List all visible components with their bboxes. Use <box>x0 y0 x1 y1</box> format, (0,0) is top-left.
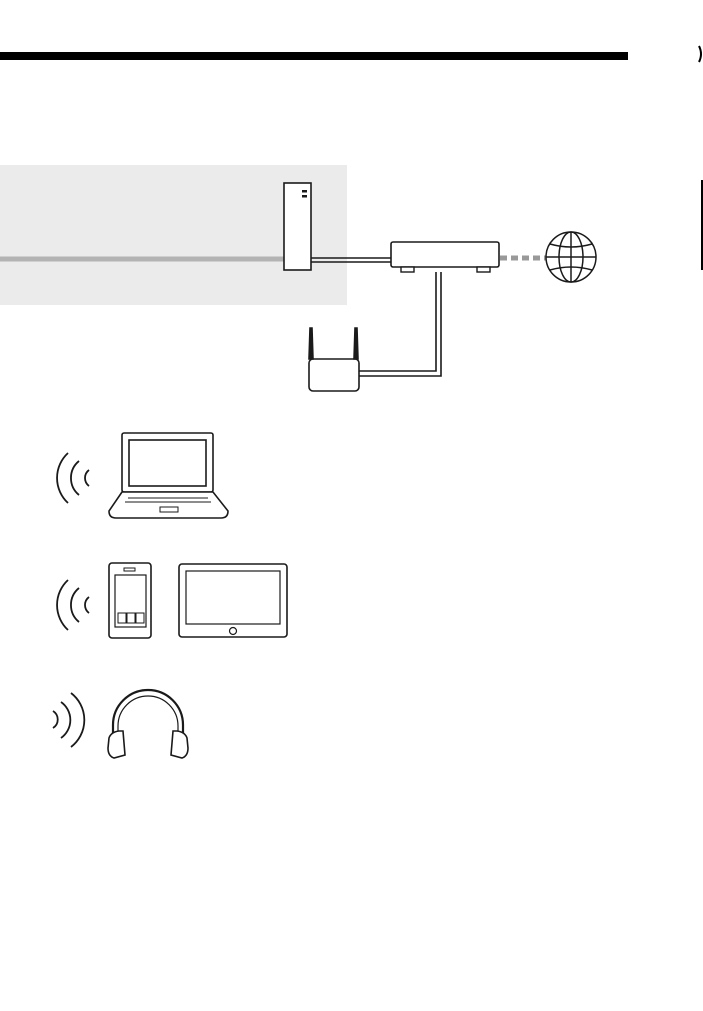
audio-unit-tower <box>284 183 311 270</box>
hub-to-router-cable <box>359 272 441 376</box>
page-edge-mark <box>699 46 701 62</box>
internet-globe-icon <box>546 232 596 282</box>
laptop-computer <box>109 433 228 518</box>
headphones <box>108 690 188 758</box>
smartphone <box>109 563 151 638</box>
wireless-router <box>309 328 359 391</box>
tablet <box>179 564 287 637</box>
header-bar <box>0 52 628 60</box>
mobile-wifi-waves <box>57 580 89 630</box>
network-hub <box>391 242 499 272</box>
laptop-wifi-waves <box>57 453 89 503</box>
headphones-wireless-waves <box>53 693 84 747</box>
